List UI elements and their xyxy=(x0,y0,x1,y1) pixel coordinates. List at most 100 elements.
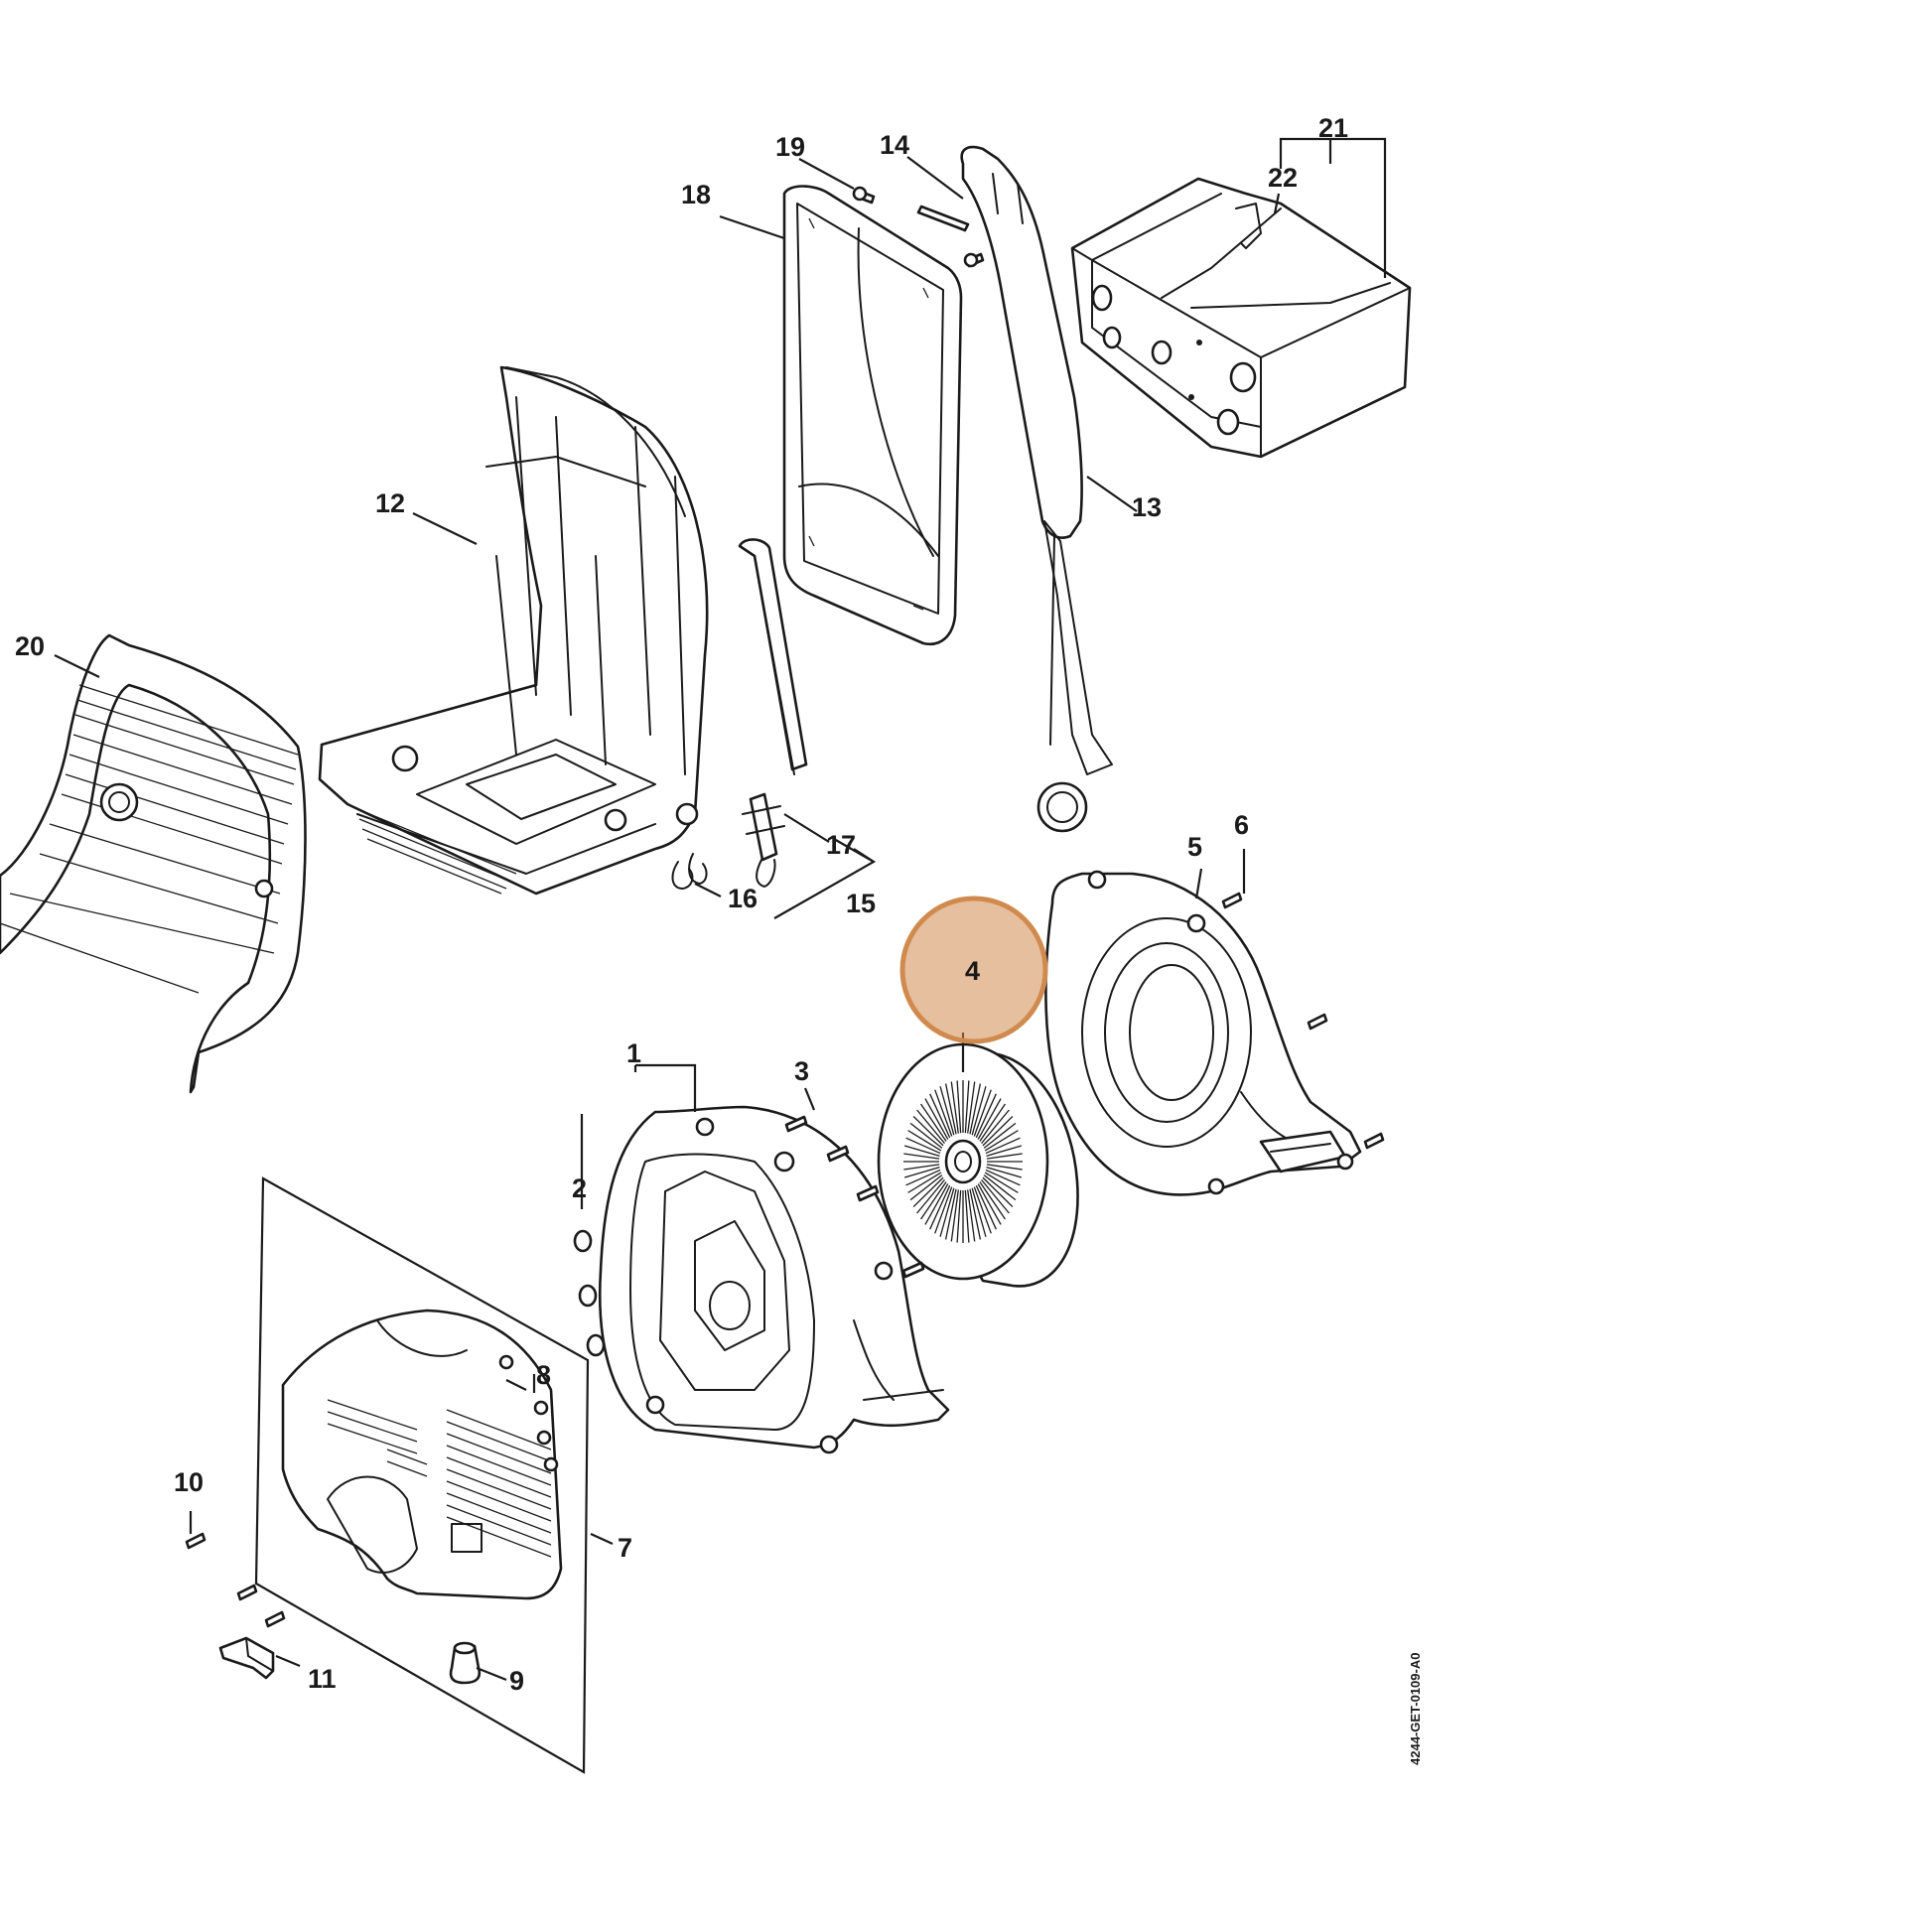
label-6: 6 xyxy=(1234,810,1249,840)
impeller-vane xyxy=(950,1189,959,1242)
impeller-vane xyxy=(903,1164,940,1171)
label-20: 20 xyxy=(15,631,45,661)
part-9-grommet xyxy=(449,1641,482,1685)
label-1: 1 xyxy=(626,1038,641,1068)
impeller-vane xyxy=(956,1080,962,1134)
impeller-vane xyxy=(916,1109,945,1145)
part-5-blower-housing xyxy=(1044,870,1362,1196)
impeller-vane xyxy=(950,1081,959,1134)
impeller-vane xyxy=(903,1167,940,1178)
part-13-shoulder-strap xyxy=(960,145,1113,833)
impeller-vane xyxy=(986,1164,1023,1171)
label-8: 8 xyxy=(536,1360,551,1390)
impeller-vane xyxy=(920,1181,947,1220)
part-14-pin xyxy=(916,205,970,232)
part-3-screws xyxy=(784,1115,925,1279)
impeller-vane xyxy=(985,1169,1021,1186)
impeller-vane xyxy=(907,1130,942,1152)
label-13: 13 xyxy=(1132,492,1162,522)
part-20-shroud xyxy=(0,633,307,1094)
part-19-screws xyxy=(852,186,985,268)
impeller-vane xyxy=(934,1089,953,1137)
label-11: 11 xyxy=(308,1664,337,1694)
impeller-vane xyxy=(977,1183,1002,1225)
impeller-vane xyxy=(973,1089,992,1137)
impeller-vane xyxy=(969,1188,982,1240)
impeller-vane xyxy=(986,1153,1023,1160)
impeller-vane xyxy=(905,1137,941,1155)
impeller-vane xyxy=(964,1080,970,1134)
impeller-vane xyxy=(916,1178,945,1214)
label-9: 9 xyxy=(509,1666,524,1696)
impeller-vane xyxy=(984,1130,1019,1152)
leader-lines xyxy=(54,137,1387,1682)
impeller-vane xyxy=(986,1167,1023,1178)
impeller-vane xyxy=(912,1115,944,1147)
label-7: 7 xyxy=(618,1533,632,1563)
impeller-vane xyxy=(977,1098,1002,1140)
drawing-code: 4244-GET-0109-A0 xyxy=(1408,1653,1423,1765)
label-4: 4 xyxy=(965,956,980,986)
impeller-vane xyxy=(981,1109,1010,1145)
label-19: 19 xyxy=(775,132,805,162)
impeller-vane xyxy=(920,1103,947,1142)
impeller-vane xyxy=(973,1186,992,1234)
impeller-vane xyxy=(984,1172,1019,1193)
impeller-vane xyxy=(982,1176,1014,1208)
impeller-vane xyxy=(967,1189,976,1242)
impeller-vane xyxy=(983,1122,1017,1149)
label-10: 10 xyxy=(174,1467,204,1497)
label-18: 18 xyxy=(681,180,711,209)
label-12: 12 xyxy=(375,488,405,518)
part-2-studs xyxy=(573,1229,606,1357)
impeller-vane xyxy=(982,1115,1014,1147)
part-10-screws xyxy=(185,1532,286,1628)
impeller-vane xyxy=(903,1145,940,1157)
impeller-vane xyxy=(912,1176,944,1208)
part-17-strap xyxy=(738,538,808,888)
impeller-vane xyxy=(983,1174,1017,1201)
label-3: 3 xyxy=(794,1056,809,1086)
label-5: 5 xyxy=(1187,832,1202,862)
impeller-vane xyxy=(909,1122,943,1149)
part-labels: 19 14 18 21 22 13 12 20 17 16 15 5 6 4 3… xyxy=(15,113,1348,1696)
impeller-vane xyxy=(939,1086,955,1136)
impeller-vane xyxy=(969,1083,982,1135)
part-11-clip xyxy=(218,1636,275,1680)
impeller-vane xyxy=(979,1103,1006,1142)
label-22: 22 xyxy=(1268,163,1298,193)
label-14: 14 xyxy=(880,130,909,160)
part-4-impeller xyxy=(877,1042,1079,1288)
impeller-vane xyxy=(986,1145,1023,1157)
impeller-vane xyxy=(975,1184,997,1230)
impeller-vane xyxy=(944,1083,957,1135)
impeller-vane xyxy=(979,1181,1006,1220)
impeller-vane xyxy=(975,1093,997,1139)
impeller-vane xyxy=(907,1172,942,1193)
impeller-vane xyxy=(924,1183,949,1225)
label-15: 15 xyxy=(846,889,876,918)
part-21-tank-box xyxy=(1070,177,1412,459)
impeller-vane xyxy=(971,1187,987,1237)
impeller-vane xyxy=(939,1187,955,1237)
part-18-back-pad xyxy=(782,185,963,646)
impeller-vane xyxy=(924,1098,949,1140)
impeller-vane xyxy=(981,1178,1010,1214)
part-16-hook xyxy=(671,853,708,890)
impeller-vane xyxy=(944,1188,957,1240)
part-12-back-frame xyxy=(318,365,709,896)
label-17: 17 xyxy=(826,830,856,860)
impeller-vane xyxy=(903,1153,940,1160)
impeller-vane xyxy=(985,1137,1021,1155)
label-16: 16 xyxy=(728,884,758,913)
impeller-vane xyxy=(905,1169,941,1186)
highlight-circle xyxy=(899,896,1048,1044)
impeller-vane xyxy=(971,1086,987,1136)
label-21: 21 xyxy=(1318,113,1348,143)
impeller-vane xyxy=(929,1184,951,1230)
impeller-vane xyxy=(929,1093,951,1139)
impeller-vane xyxy=(967,1081,976,1134)
impeller-vane xyxy=(909,1174,943,1201)
impeller-vane xyxy=(964,1189,970,1243)
